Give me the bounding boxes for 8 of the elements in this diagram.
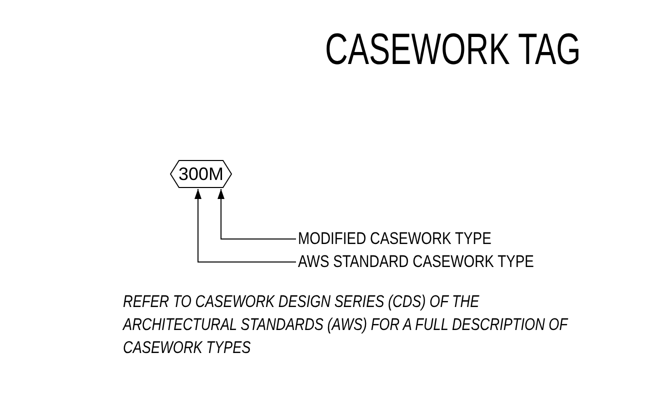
diagram-title: CASEWORK TAG <box>325 26 581 74</box>
leader-label: MODIFIED CASEWORK TYPE <box>298 229 492 249</box>
leader-line <box>218 188 296 240</box>
tag-number: 300M <box>177 164 225 184</box>
note-text: REFER TO CASEWORK DESIGN SERIES (CDS) OF THE ARCHITECTURAL STANDARDS (AWS) FOR A FULL DESCRIPTION OF CASEWORK TYPES <box>123 291 570 359</box>
tag-hexagon <box>170 160 232 188</box>
leader-line <box>194 188 296 262</box>
leader-label: AWS STANDARD CASEWORK TYPE <box>298 252 534 272</box>
